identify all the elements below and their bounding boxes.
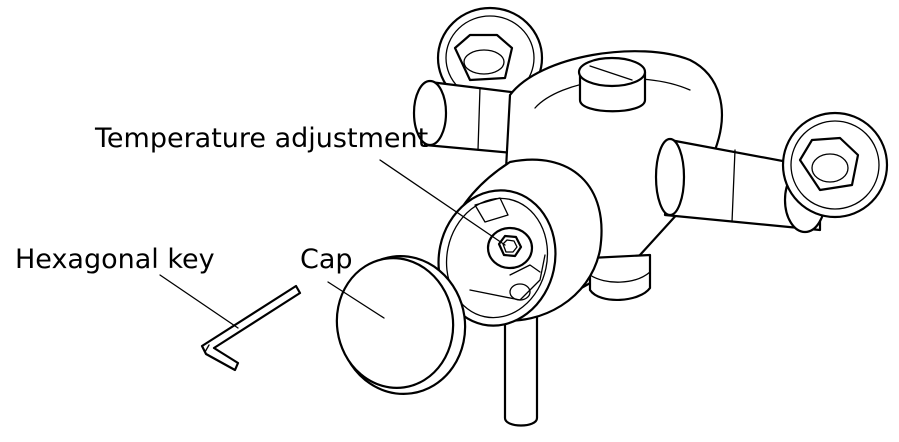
label-cap: Cap — [300, 244, 353, 275]
vertical-outlet-pipe — [503, 298, 539, 427]
top-plug — [577, 56, 647, 113]
label-temperature-adjustment: Temperature adjustment — [94, 123, 428, 154]
bottom-nut — [588, 253, 652, 302]
temperature-adjustment-spindle — [486, 226, 534, 270]
leader-hexagonal-key — [159, 274, 239, 329]
cap-part — [335, 255, 467, 395]
label-hexagonal-key: Hexagonal key — [15, 244, 215, 275]
hexagonal-key-part — [200, 284, 302, 372]
right-wall-flange — [781, 111, 889, 219]
leader-cap — [327, 281, 385, 319]
leader-temperature-adjustment — [379, 159, 506, 246]
left-wall-flange — [436, 6, 544, 110]
